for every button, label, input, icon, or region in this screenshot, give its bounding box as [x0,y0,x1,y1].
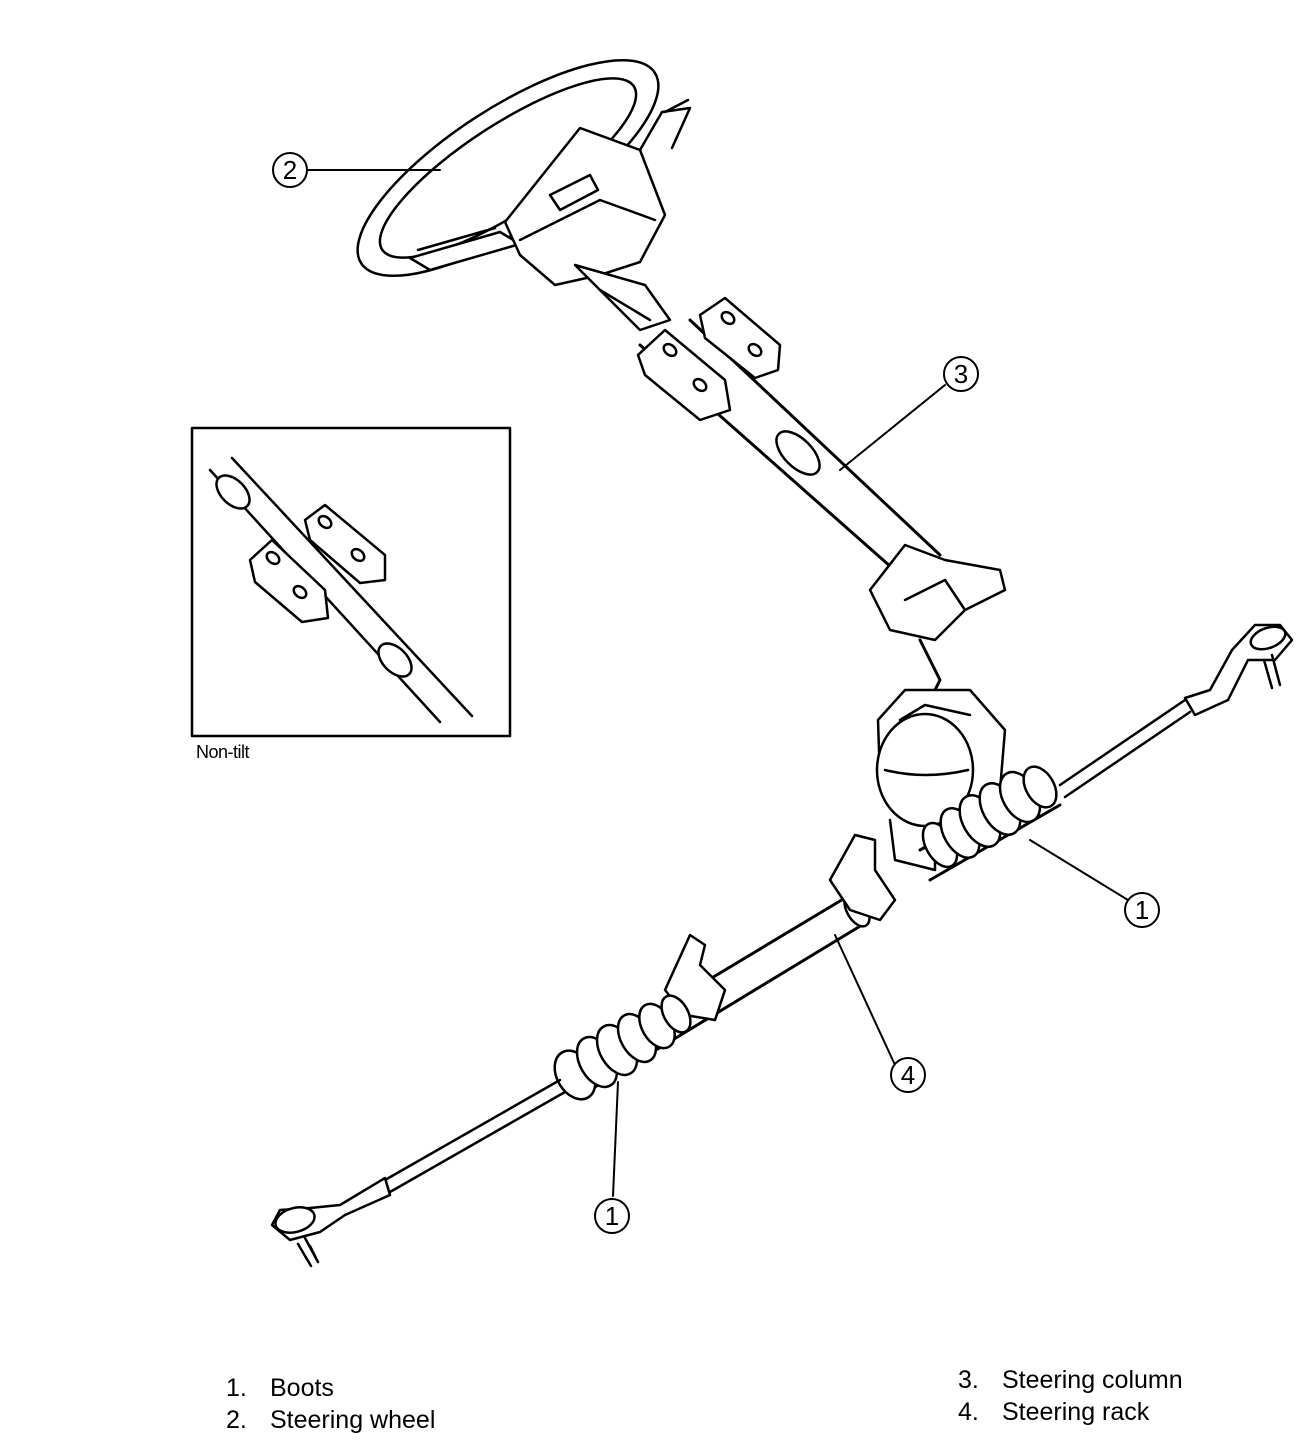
legend-item: 3. Steering column [958,1366,1183,1398]
legend-right: 3. Steering column 4. Steering rack [958,1366,1183,1430]
callout-2: 2 [272,152,308,188]
callout-4: 4 [890,1057,926,1093]
legend-label: Steering rack [1002,1398,1150,1426]
svg-text:1: 1 [1135,895,1149,925]
rack-boot-right [921,765,1058,869]
legend-item: 4. Steering rack [958,1398,1183,1430]
tie-rod-right [1058,623,1294,799]
inset-caption: Non-tilt [196,742,250,762]
legend-item: 1. Boots [226,1374,435,1406]
svg-text:1: 1 [605,1201,619,1231]
steering-column-shroud [503,126,672,332]
callout-3: 3 [943,356,979,392]
legend-number: 1. [226,1374,247,1402]
legend-label: Steering column [1002,1366,1183,1394]
legend-number: 2. [226,1406,247,1434]
steering-column [636,296,1007,702]
steering-gear-housing [875,688,1007,872]
legend-number: 3. [958,1366,979,1394]
legend-item: 2. Steering wheel [226,1406,435,1438]
legend-label: Boots [270,1374,334,1402]
legend-label: Steering wheel [270,1406,436,1434]
callout-1-right: 1 [1124,892,1160,928]
svg-text:3: 3 [954,359,968,389]
legend-left: 1. Boots 2. Steering wheel [226,1374,435,1438]
svg-text:2: 2 [283,155,297,185]
callout-1-left: 1 [594,1198,630,1234]
svg-text:4: 4 [901,1060,915,1090]
leader-lines [306,169,1129,1197]
tie-rod-left [270,1078,567,1268]
rack-boot-left [553,994,692,1101]
legend-number: 4. [958,1398,979,1426]
non-tilt-inset [190,426,512,738]
